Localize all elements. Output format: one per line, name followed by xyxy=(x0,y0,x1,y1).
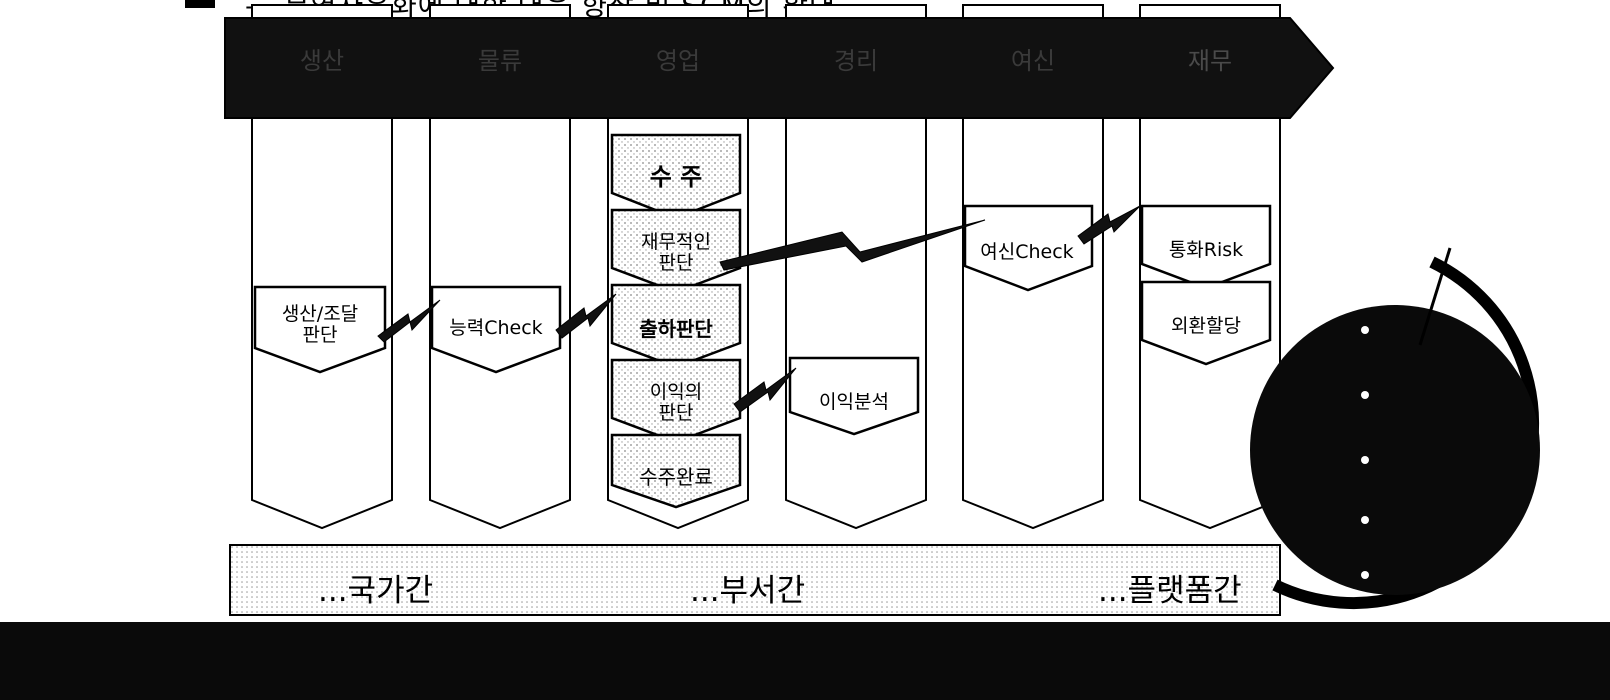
footer-label-platform: ...플랫폼간 xyxy=(1098,573,1242,609)
column-5 xyxy=(962,117,1104,530)
header-label-5: 여신 xyxy=(1010,47,1056,75)
chevron-capacity xyxy=(430,285,562,374)
chevron-boxes xyxy=(253,133,1272,509)
box-label-profit-analysis: 이익분석 xyxy=(819,391,889,413)
header-label-3: 영업 xyxy=(655,47,701,75)
chevron-profit-analysis xyxy=(788,356,920,436)
box-label-order: 수 주 xyxy=(649,163,703,191)
box-label-capacity: 능력Check xyxy=(449,317,543,339)
chevron-credit xyxy=(963,204,1094,292)
box-label-currency: 통화Risk xyxy=(1168,239,1244,261)
chevron-currency xyxy=(1140,204,1272,290)
box-label-fx: 외환할당 xyxy=(1171,315,1241,337)
footer-label-department: ...부서간 xyxy=(690,573,806,609)
globe-icon xyxy=(1250,247,1540,610)
column-4 xyxy=(785,117,927,530)
title-bullet xyxy=(185,0,215,8)
chevron-production xyxy=(253,285,387,374)
header-label-4: 경리 xyxy=(833,47,879,75)
header-arrow xyxy=(224,17,1335,119)
chevron-financial xyxy=(610,208,742,294)
box-label-shipping: 출하판단 xyxy=(639,317,713,341)
header-label-2: 물류 xyxy=(477,47,523,75)
lightning-connector-icon xyxy=(377,205,1141,413)
box-label-production: 생산/조달 판단 xyxy=(281,303,359,346)
box-label-profit: 이익의 판단 xyxy=(649,381,703,424)
bottom-band xyxy=(0,622,1610,700)
box-label-financial: 재무적인 판단 xyxy=(641,231,711,274)
header-label-6: 재무 xyxy=(1187,47,1233,75)
footer-label-country: ...국가간 xyxy=(318,573,434,609)
chevron-shipping xyxy=(610,283,742,369)
chevron-fx xyxy=(1140,280,1272,366)
footer-band xyxy=(229,544,1281,616)
box-label-credit: 여신Check xyxy=(980,241,1074,263)
chevron-profit xyxy=(610,358,742,444)
header-label-1: 생산 xyxy=(299,47,345,75)
chevron-order xyxy=(610,133,742,220)
box-label-complete: 수주완료 xyxy=(639,465,713,489)
chevron-complete xyxy=(610,433,742,509)
